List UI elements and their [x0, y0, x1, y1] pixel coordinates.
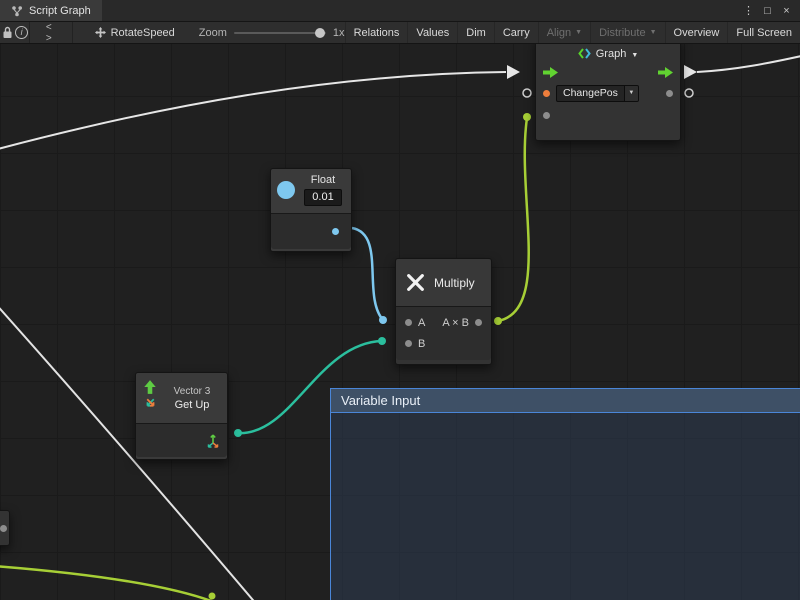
distribute-button[interactable]: Distribute▼ — [590, 22, 664, 43]
float-node[interactable]: Float 0.01 — [270, 168, 352, 252]
changepos-dropdown[interactable]: ChangePos ▼ — [556, 84, 639, 102]
window-controls: ⋮ □ × — [739, 0, 800, 21]
vector3-type-label: Vector 3 — [173, 385, 211, 397]
tab-label: Script Graph — [29, 4, 91, 17]
dim-button[interactable]: Dim — [457, 22, 494, 43]
zoom-value: 1x — [332, 26, 345, 39]
variable-port-icon[interactable] — [543, 89, 550, 97]
flow-out-port-icon[interactable] — [658, 66, 673, 78]
output-label: A × B — [442, 316, 469, 329]
zoom-control: Zoom 1x — [199, 27, 345, 39]
value-in-row — [536, 105, 680, 125]
float-value-field[interactable]: 0.01 — [304, 189, 342, 206]
tab-bar: Script Graph ⋮ □ × — [0, 0, 800, 22]
align-button[interactable]: Align▼ — [537, 22, 590, 43]
wire-multiply-to-changepos[interactable] — [497, 117, 530, 323]
multiply-b-port[interactable] — [378, 337, 386, 345]
multiply-output-port[interactable] — [494, 317, 502, 325]
vector3-port-row — [136, 423, 227, 457]
relations-button[interactable]: Relations — [344, 22, 408, 43]
graph-name: RotateSpeed — [110, 26, 175, 39]
zoom-label: Zoom — [198, 26, 227, 39]
vector3-getup-node[interactable]: Vector 3 Get Up — [135, 372, 228, 460]
axis-arrows-icon — [146, 398, 154, 407]
graph-icon — [12, 5, 22, 16]
graph-unit-left-port[interactable] — [522, 88, 532, 98]
group-header[interactable]: Variable Input — [331, 389, 800, 413]
output-port-icon[interactable] — [475, 319, 482, 326]
flow-in-arrow-icon — [507, 65, 520, 79]
chevron-down-icon: ▼ — [631, 52, 639, 59]
float-header: Float 0.01 — [271, 169, 351, 213]
float-output-port[interactable] — [332, 228, 339, 235]
graph-unit-right-port[interactable] — [684, 88, 694, 98]
graph-breadcrumb[interactable]: RotateSpeed — [94, 26, 175, 39]
variable-row: ChangePos ▼ — [536, 81, 680, 105]
menu-icon[interactable]: ⋮ — [743, 5, 754, 17]
vector-output-port-icon[interactable] — [206, 434, 220, 448]
toolbar-buttons: Relations Values Dim Carry Align▼ Distri… — [344, 22, 800, 43]
zoom-slider[interactable] — [233, 27, 326, 38]
visual-script-icon — [577, 48, 591, 59]
graph-unit-header[interactable]: Graph ▼ — [536, 44, 680, 63]
flow-out-arrow-icon — [684, 65, 697, 79]
graph-canvas[interactable]: Variable Input — [0, 44, 800, 600]
input-b-label: B — [418, 337, 426, 350]
changepos-input-port[interactable] — [523, 113, 531, 121]
multiply-a-port[interactable] — [379, 316, 387, 324]
lock-icon[interactable] — [0, 22, 14, 43]
edge-node-fragment[interactable] — [0, 510, 10, 546]
up-arrow-icon — [144, 380, 156, 394]
graph-unit-node[interactable]: Graph ▼ ChangePos ▼ — [535, 44, 681, 141]
getup-output-port[interactable] — [234, 429, 242, 437]
input-b-port-icon[interactable] — [405, 340, 412, 347]
edge-node-port-icon[interactable] — [0, 525, 7, 532]
value-in-port-icon[interactable] — [543, 111, 550, 119]
float-title: Float — [310, 174, 336, 186]
getup-title: Get Up — [174, 398, 210, 411]
float-port-row — [271, 213, 351, 249]
flow-port-row — [536, 63, 680, 81]
group-title: Variable Input — [341, 393, 421, 408]
full-screen-button[interactable]: Full Screen — [727, 22, 800, 43]
carry-button[interactable]: Carry — [493, 22, 538, 43]
input-a-port-icon[interactable] — [405, 319, 412, 326]
info-icon[interactable]: i — [14, 22, 29, 43]
graph-unit-title: Graph — [595, 48, 627, 60]
float-type-icon — [277, 181, 295, 199]
multiply-ports: A A × B B — [396, 306, 491, 360]
tab-script-graph[interactable]: Script Graph — [0, 0, 102, 21]
wire-endpoint — [208, 592, 216, 600]
multiply-title: Multiply — [434, 275, 475, 290]
multiply-header: Multiply — [396, 259, 491, 306]
move-icon — [94, 27, 106, 38]
variable-input-group: Variable Input — [330, 388, 800, 600]
wire-bottom-left[interactable] — [0, 565, 214, 600]
chevron-down-icon: ▼ — [649, 29, 657, 36]
close-icon[interactable]: × — [783, 4, 790, 17]
wire-flow-out[interactable] — [696, 55, 800, 73]
values-button[interactable]: Values — [407, 22, 457, 43]
maximize-icon[interactable]: □ — [764, 4, 771, 17]
value-out-port-icon[interactable] — [666, 89, 673, 97]
port-row-a: A A × B — [396, 312, 491, 333]
wire-float-to-multiply-a[interactable] — [351, 226, 384, 321]
overview-button[interactable]: Overview — [664, 22, 728, 43]
vector3-header: Vector 3 Get Up — [136, 373, 227, 423]
multiply-node[interactable]: Multiply A A × B B — [395, 258, 492, 365]
zoom-slider-thumb[interactable] — [314, 27, 325, 38]
chevron-down-icon: ▼ — [575, 29, 583, 36]
input-a-label: A — [418, 316, 426, 329]
wire-flow-in[interactable] — [0, 71, 507, 150]
flow-in-port-icon[interactable] — [543, 66, 558, 78]
tab-spacer — [102, 0, 739, 21]
chevron-down-icon: ▼ — [623, 85, 638, 101]
multiply-icon — [407, 274, 424, 291]
code-view-button[interactable]: < > — [28, 22, 73, 44]
port-row-b: B — [396, 333, 491, 354]
graph-toolbar: i < > RotateSpeed Zoom 1x Relations Valu… — [0, 22, 800, 44]
